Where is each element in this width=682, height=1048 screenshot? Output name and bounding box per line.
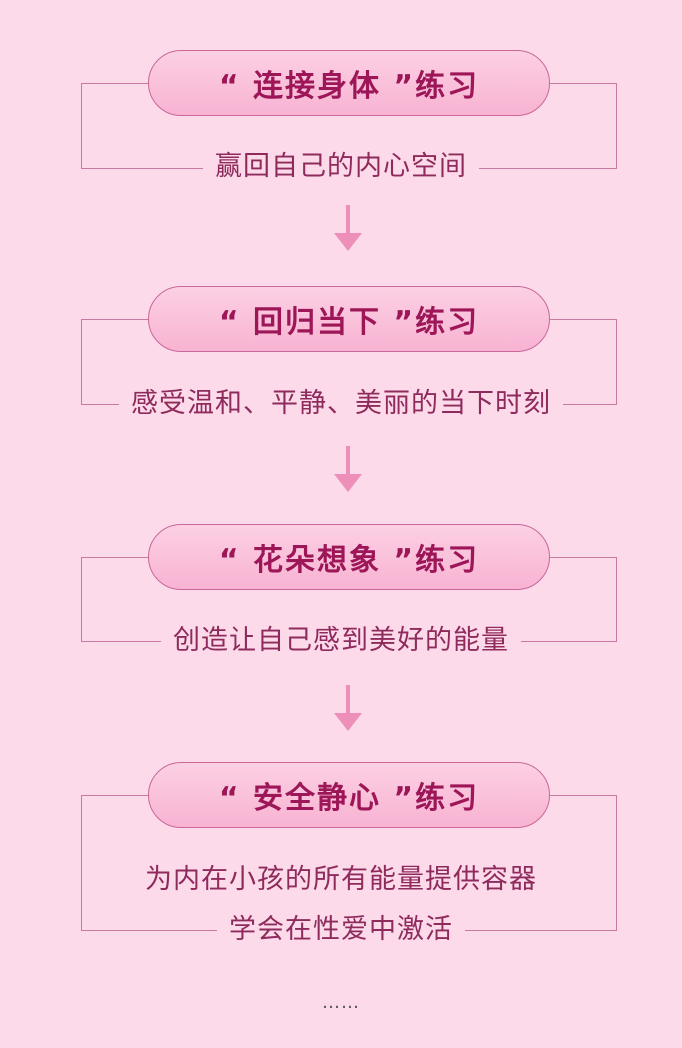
step-1-subtitle-row: 赢回自己的内心空间 [0, 150, 682, 184]
step-3-subtitle-row: 创造让自己感到美好的能量 [0, 624, 682, 658]
step-3-title: “ 花朵想象 ”练习 [218, 543, 480, 578]
ellipsis: …… [322, 992, 360, 1013]
step-4-subtitle-2: 学会在性爱中激活 [217, 914, 465, 945]
step-4-subtitle-row-1: 为内在小孩的所有能量提供容器 [0, 863, 682, 897]
step-4-subtitle-1: 为内在小孩的所有能量提供容器 [133, 864, 549, 895]
step-4-subtitle-row-2: 学会在性爱中激活 [0, 913, 682, 947]
down-arrow-icon [334, 446, 362, 492]
step-1-title: “ 连接身体 ”练习 [218, 69, 480, 104]
step-4-title: “ 安全静心 ”练习 [218, 781, 480, 816]
step-3-subtitle: 创造让自己感到美好的能量 [161, 625, 521, 656]
step-2-title-pill: “ 回归当下 ”练习 [148, 286, 550, 352]
step-3-title-pill: “ 花朵想象 ”练习 [148, 524, 550, 590]
step-1-title-pill: “ 连接身体 ”练习 [148, 50, 550, 116]
step-2-subtitle-row: 感受温和、平静、美丽的当下时刻 [0, 387, 682, 421]
step-1-subtitle: 赢回自己的内心空间 [203, 151, 479, 182]
down-arrow-icon [334, 685, 362, 731]
step-2-subtitle: 感受温和、平静、美丽的当下时刻 [119, 388, 563, 419]
step-2-title: “ 回归当下 ”练习 [218, 305, 480, 340]
down-arrow-icon [334, 205, 362, 251]
step-4-title-pill: “ 安全静心 ”练习 [148, 762, 550, 828]
